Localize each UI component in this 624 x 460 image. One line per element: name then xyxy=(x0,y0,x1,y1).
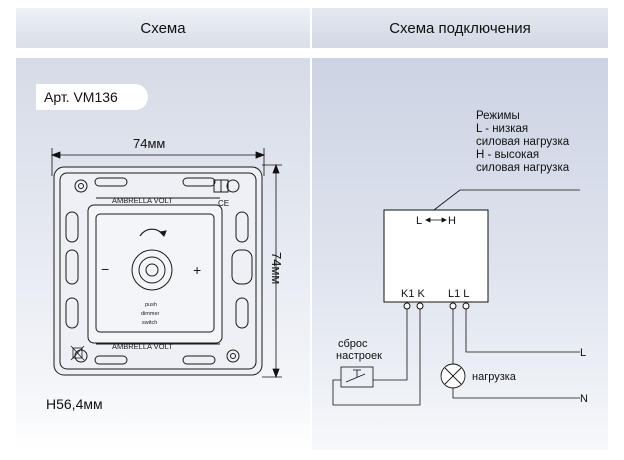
tab-scheme-label: Схема xyxy=(140,19,186,37)
reset-label-line1: сброс xyxy=(338,338,368,350)
box-mode-h: H xyxy=(448,215,456,227)
modes-leader xyxy=(433,189,580,211)
caption-push: push xyxy=(145,302,157,308)
article-badge: Арт. VM136 xyxy=(36,84,148,110)
tab-wiring-scheme[interactable]: Схема подключения xyxy=(312,8,608,48)
modes-line3: H - высокая xyxy=(476,149,540,161)
line-l-label: L xyxy=(580,347,586,359)
terminal-l1l-label: L1 L xyxy=(448,288,469,300)
height-dimension-line xyxy=(262,163,282,379)
load-label: нагрузка xyxy=(472,371,517,383)
reset-label-line2: настроек xyxy=(336,350,382,362)
mode-arrow-icon xyxy=(425,217,447,223)
lamp-icon xyxy=(440,363,466,389)
dimmer-box xyxy=(383,209,489,303)
modes-legend: Режимы L - низкая силовая нагрузка H - в… xyxy=(476,110,569,175)
terminals xyxy=(403,302,470,310)
caption-dimmer: dimmer xyxy=(141,311,160,317)
reset-button-icon xyxy=(340,366,374,388)
terminal-k1k-label: K1 K xyxy=(401,288,426,300)
recycle-bin-icon xyxy=(70,345,85,361)
tab-scheme[interactable]: Схема xyxy=(16,8,310,48)
modes-line1: L - низкая xyxy=(476,123,529,135)
line-n-label: N xyxy=(580,393,588,405)
depth-label: H56,4мм xyxy=(46,396,103,412)
box-mode-l: L xyxy=(416,215,422,227)
ce-mark: CE xyxy=(218,199,229,208)
width-dimension-line xyxy=(50,148,266,176)
brand-bottom-text: AMBRELLA VOLT xyxy=(112,342,173,351)
article-number: Арт. VM136 xyxy=(44,89,118,105)
modes-title: Режимы xyxy=(476,110,520,122)
minus-sign: − xyxy=(101,261,109,277)
modes-line4: силовая нагрузка xyxy=(476,162,570,174)
brand-top-text: AMBRELLA VOLT xyxy=(112,196,173,205)
dimmer-device xyxy=(53,166,263,376)
width-dimension-label: 74мм xyxy=(133,136,166,151)
device-markings: AMBRELLA VOLT AMBRELLA VOLT CE − + push … xyxy=(101,196,229,351)
modes-line2: силовая нагрузка xyxy=(476,136,570,148)
header-bar: Схема Схема подключения xyxy=(0,0,624,52)
tab-wiring-scheme-label: Схема подключения xyxy=(389,19,531,37)
plus-sign: + xyxy=(193,262,201,278)
caption-switch: switch xyxy=(142,320,157,326)
wires xyxy=(332,309,580,406)
